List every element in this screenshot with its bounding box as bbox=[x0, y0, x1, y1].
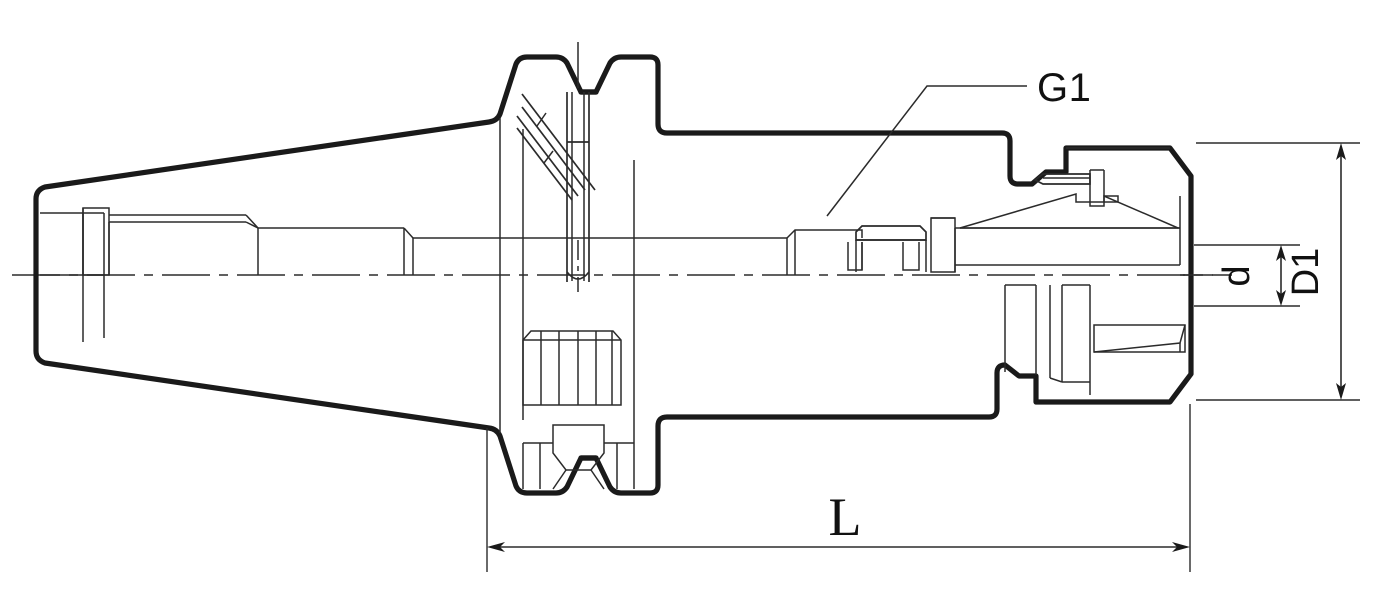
flange-angled-hole-detail bbox=[516, 93, 596, 201]
d-dimension bbox=[1183, 244, 1300, 307]
taper-shank-internal-detail-lower bbox=[82, 275, 105, 342]
internal-thread-detail bbox=[786, 217, 1180, 275]
l-label: L bbox=[829, 487, 862, 547]
d1-arrow-bottom bbox=[1336, 383, 1346, 400]
g1-thread-leader bbox=[826, 85, 1027, 217]
d1-arrow-top bbox=[1336, 143, 1346, 160]
d-arrow-bottom bbox=[1276, 290, 1286, 306]
d-label: d bbox=[1216, 265, 1258, 286]
d-arrow-top bbox=[1276, 245, 1286, 261]
collet-nut-thread-upper bbox=[1033, 169, 1119, 207]
flange-section-boundaries bbox=[499, 118, 635, 443]
body-bore-lines bbox=[578, 237, 787, 239]
d1-label: D1 bbox=[1285, 248, 1327, 297]
d1-dimension bbox=[1196, 142, 1360, 401]
g1-label: G1 bbox=[1037, 66, 1091, 110]
l-arrow-left bbox=[487, 542, 505, 552]
drive-slot-keyway bbox=[522, 424, 635, 490]
collet-upper bbox=[959, 192, 1181, 265]
l-dimension bbox=[486, 404, 1191, 572]
l-arrow-right bbox=[1172, 542, 1190, 552]
knurled-flange-band bbox=[522, 330, 622, 406]
pull-stud-thread-bore bbox=[566, 42, 590, 292]
collet-nut-lower-detail bbox=[1004, 284, 1186, 395]
taper-shank-internal-detail bbox=[40, 207, 578, 276]
